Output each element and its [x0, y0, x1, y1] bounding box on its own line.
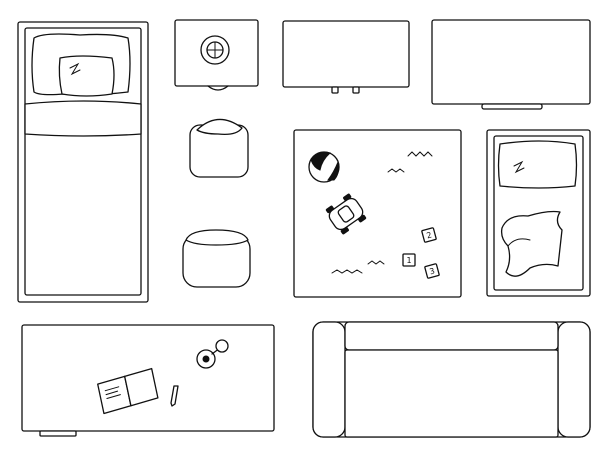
car-wheel-1	[325, 205, 335, 214]
ball-panel-dark-1	[310, 151, 332, 171]
crib-blanket-fold	[507, 238, 531, 247]
sofa-seat	[344, 349, 559, 438]
notebook-right-page	[124, 367, 159, 407]
tv-small-foot-left	[331, 86, 339, 94]
die-1: 1	[402, 253, 416, 267]
die-2: 2	[421, 227, 437, 243]
rug-texture-3	[331, 269, 363, 274]
sofa-right-arm	[557, 321, 591, 438]
car-wheel-4	[357, 214, 367, 223]
die-2-label: 2	[426, 230, 433, 240]
crib-pillow	[497, 140, 578, 189]
pillow-scribble	[69, 62, 81, 76]
ball-panel-dark-2	[327, 160, 339, 181]
open-notebook	[97, 367, 159, 415]
rug-texture-2	[387, 168, 405, 173]
desk-lamp	[196, 339, 229, 369]
chair	[189, 118, 249, 178]
die-3-label: 3	[429, 266, 436, 276]
desk-lamp-switch	[202, 355, 210, 363]
tv-small-foot-right	[352, 86, 360, 94]
pouf-top	[185, 229, 249, 246]
nightstand-with-lamp	[174, 19, 259, 91]
toy-car	[325, 193, 367, 235]
play-rug: 2 1 3	[293, 129, 462, 298]
car-wheel-3	[340, 226, 349, 235]
sofa	[312, 321, 591, 438]
car-body	[328, 197, 364, 231]
tv-small	[282, 20, 410, 94]
car-wheel-2	[343, 193, 352, 202]
crib-blanket	[500, 210, 563, 277]
sofa-left-arm	[312, 321, 346, 438]
car-roof	[337, 205, 355, 223]
ball	[308, 151, 340, 183]
die-3: 3	[424, 263, 440, 279]
single-bed	[17, 21, 149, 303]
die-1-face	[402, 253, 416, 267]
rug-texture-1	[407, 151, 433, 157]
crib	[486, 129, 591, 297]
die-3-face	[424, 263, 440, 279]
sofa-backrest	[344, 321, 559, 351]
crib-pillow-scribble	[513, 160, 525, 174]
desk-drawer-handle	[39, 430, 77, 437]
tv-large	[431, 19, 591, 110]
notebook-writing	[104, 386, 121, 400]
bed-blanket-fold	[24, 100, 142, 137]
tv-large-stand	[481, 103, 543, 110]
pencil	[170, 385, 179, 407]
die-1-label: 1	[406, 256, 411, 265]
pencil-body	[170, 385, 179, 407]
desk-lamp-head	[215, 339, 229, 353]
tv-large-screen	[431, 19, 591, 105]
tv-small-screen	[282, 20, 410, 88]
bed-small-pillow	[58, 55, 115, 97]
pouf	[182, 229, 251, 288]
rug-texture-4	[367, 260, 385, 265]
die-2-face	[421, 227, 437, 243]
chair-back	[196, 118, 243, 136]
nightstand-leg	[207, 85, 229, 91]
desk	[21, 324, 275, 437]
